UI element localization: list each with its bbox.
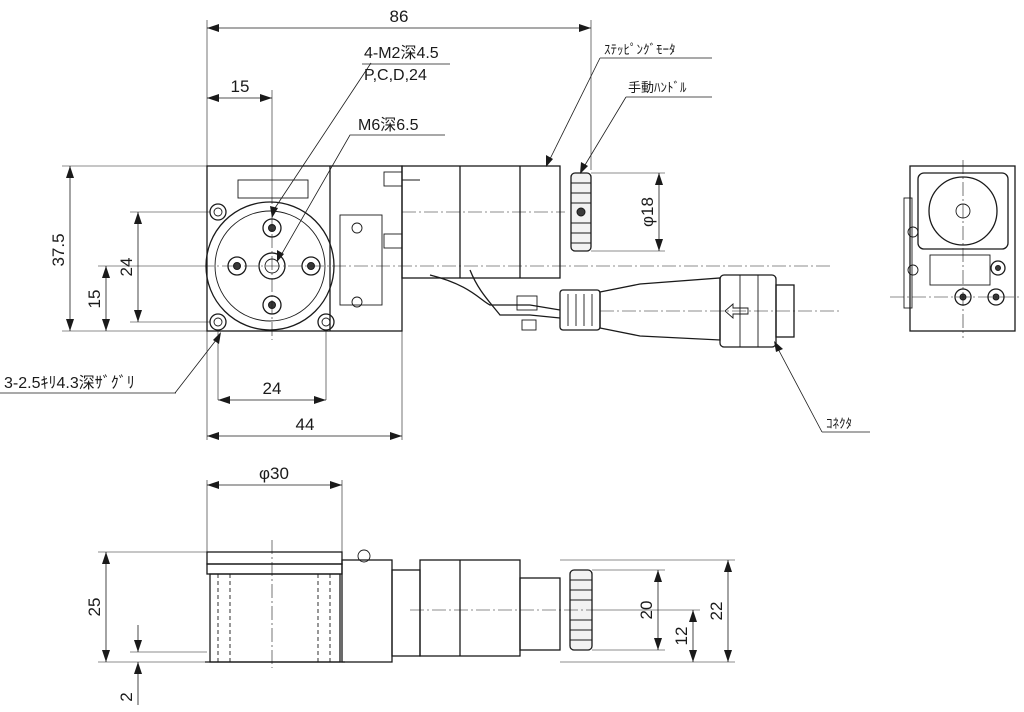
dimensions xyxy=(0,20,870,705)
dim-side-25: 25 xyxy=(85,598,104,617)
cable-upper xyxy=(429,274,561,311)
dim-side-22: 22 xyxy=(707,602,726,621)
top-view xyxy=(200,165,840,348)
dim-side-2: 2 xyxy=(117,692,136,701)
end-view xyxy=(890,160,1020,338)
stage-base-outline xyxy=(206,165,403,332)
dim-pcd24-vertical: 24 xyxy=(117,258,136,277)
cable-lower xyxy=(469,269,561,319)
front-view xyxy=(205,540,600,668)
counterbore-hole-br xyxy=(317,313,335,331)
counterbore-hole-bl xyxy=(209,313,227,331)
dim-hole-offset: 15 xyxy=(231,77,250,96)
callout-tapped-holes-line2: P,C,D,24 xyxy=(364,67,427,84)
callout-texts: 4-M2深4.5 P,C,D,24 M6深6.5 3-2.5ｷﾘ4.3深ｻﾞｸﾞ… xyxy=(4,42,852,431)
gear-block xyxy=(339,214,383,306)
label-stepping-motor: ｽﾃｯﾋﾟﾝｸﾞﾓｰﾀ xyxy=(604,42,676,57)
counterbore-hole-tl xyxy=(209,203,227,221)
front-motor-end xyxy=(519,577,561,651)
dim-side-20: 20 xyxy=(637,601,656,620)
connector-body xyxy=(599,277,721,341)
table-top xyxy=(206,551,343,565)
handle-screw xyxy=(576,207,586,217)
callout-counterbore: 3-2.5ｷﾘ4.3深ｻﾞｸﾞﾘ xyxy=(4,374,135,392)
dim-pcd24-horizontal: 24 xyxy=(263,379,282,398)
callout-center-hole: M6深6.5 xyxy=(358,116,419,134)
stage-body xyxy=(209,573,341,663)
label-manual-handle: 手動ﾊﾝﾄﾞﾙ xyxy=(628,80,687,95)
dim-table-phi30: φ30 xyxy=(259,464,289,483)
dim-offset-15-vertical: 15 xyxy=(85,290,104,309)
dim-height-375: 37.5 xyxy=(49,233,68,266)
label-plate xyxy=(237,179,309,199)
callout-tapped-holes-line1: 4-M2深4.5 xyxy=(364,44,439,62)
connector-boot xyxy=(559,289,601,331)
label-connector: ｺﾈｸﾀ xyxy=(826,416,852,431)
dim-side-12: 12 xyxy=(672,627,691,646)
dim-overall-width: 86 xyxy=(390,7,409,26)
motor-housing xyxy=(401,165,561,279)
end-view-outline xyxy=(909,165,1016,332)
dim-base-44: 44 xyxy=(296,415,315,434)
front-motor xyxy=(419,559,521,657)
dim-handle-phi18: φ18 xyxy=(638,197,657,227)
rotary-table-inner xyxy=(214,210,326,322)
dimension-texts: 86 15 37.5 24 15 24 44 φ30 φ18 25 2 20 1… xyxy=(49,7,726,702)
front-gear-block xyxy=(341,559,393,663)
